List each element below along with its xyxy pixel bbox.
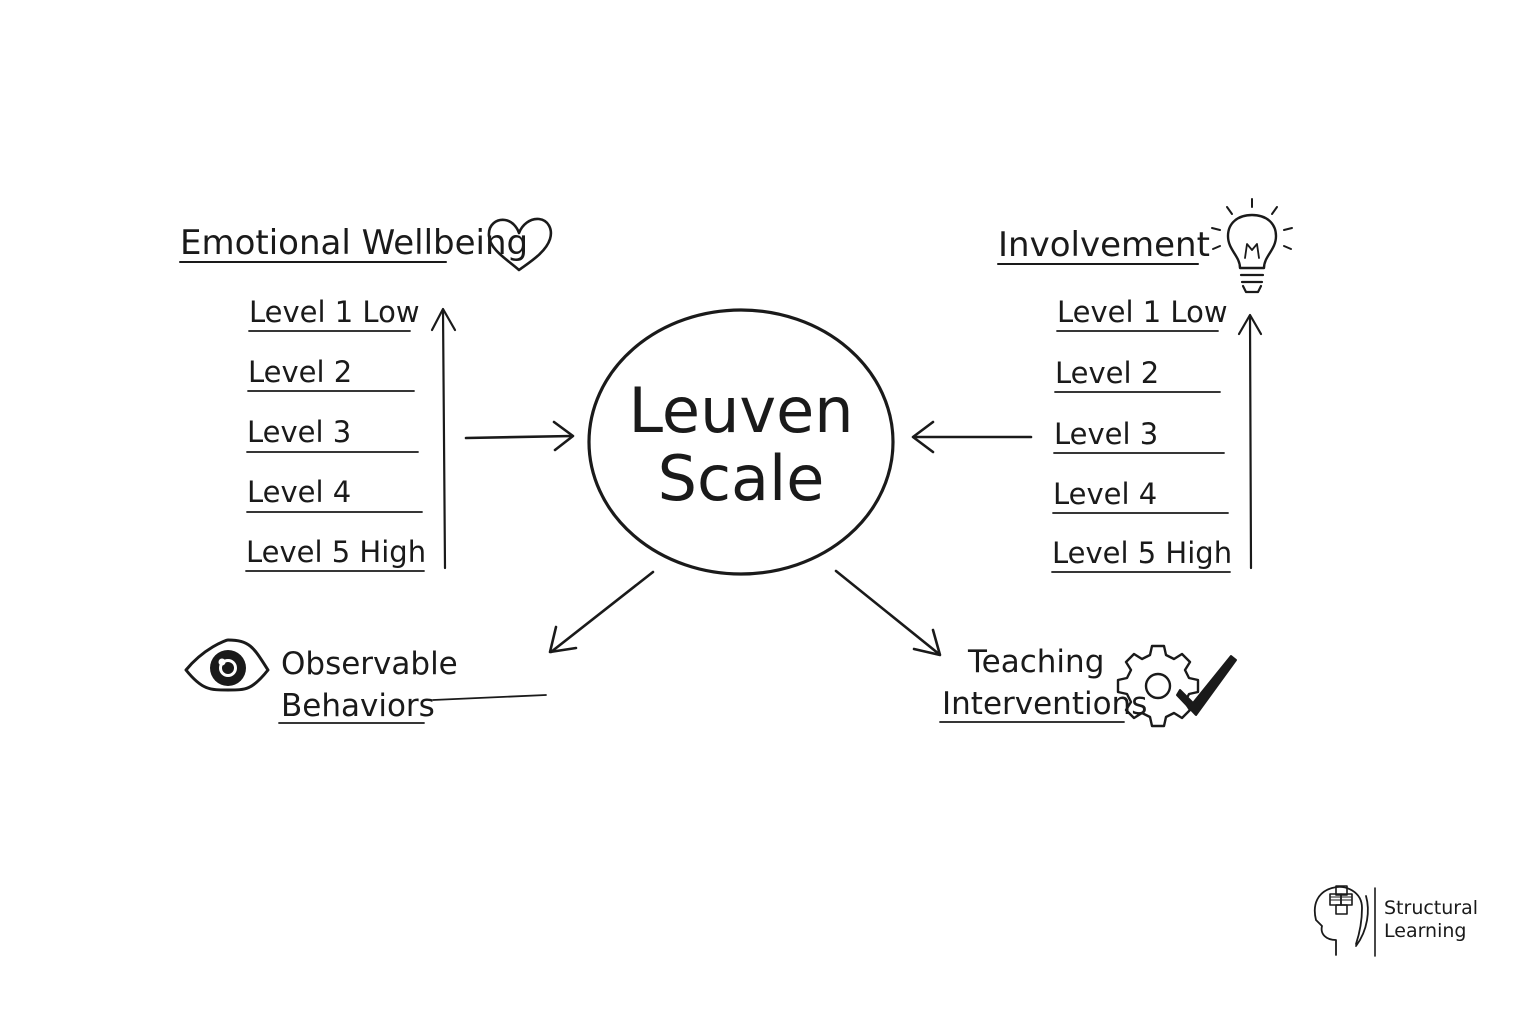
right-level-label: Level 2 xyxy=(1055,356,1159,390)
emotional-wellbeing-title: Emotional Wellbeing xyxy=(180,223,528,263)
right-vertical-arrow xyxy=(1237,313,1263,570)
right-level-label: Level 3 xyxy=(1054,417,1158,451)
teaching-label-line1: Teaching xyxy=(967,644,1104,680)
right-level-label: Level 4 xyxy=(1053,477,1157,511)
right-level-label: Level 1 Low xyxy=(1057,295,1228,329)
arrow-center-to-observable xyxy=(548,570,655,654)
left-level-item: Level 5 High xyxy=(245,535,426,572)
teaching-label-line2: Interventions xyxy=(942,686,1147,722)
arrow-center-to-teaching xyxy=(834,569,942,657)
emotional-wellbeing-panel: Emotional Wellbeing Level 1 Low Level 2 … xyxy=(179,217,553,572)
left-level-list: Level 1 Low Level 2 Level 3 Level 4 Leve… xyxy=(245,295,426,572)
involvement-panel: Involvement Level 1 Low Level 2 xyxy=(997,198,1293,573)
involvement-title: Involvement xyxy=(998,225,1210,265)
right-level-label: Level 5 High xyxy=(1052,536,1232,570)
observable-label-line2: Behaviors xyxy=(281,688,435,724)
checkmark-icon xyxy=(1176,655,1237,716)
right-level-item: Level 4 xyxy=(1052,477,1229,514)
arrow-involvement-to-center xyxy=(911,420,1033,454)
observable-label-line1: Observable xyxy=(281,646,458,682)
head-puzzle-icon xyxy=(1313,885,1369,956)
arrow-wellbeing-to-center xyxy=(464,420,575,452)
logo-text-line2: Learning xyxy=(1384,920,1467,942)
heart-icon xyxy=(487,217,553,272)
teaching-interventions-node: Teaching Interventions xyxy=(939,644,1237,728)
left-level-item: Level 4 xyxy=(246,475,423,513)
left-level-item: Level 3 xyxy=(246,415,419,453)
left-level-label: Level 3 xyxy=(247,415,351,449)
observable-connector-line xyxy=(432,694,547,701)
right-level-item: Level 3 xyxy=(1053,417,1225,454)
right-level-item: Level 5 High xyxy=(1051,536,1232,573)
right-level-item: Level 2 xyxy=(1054,356,1221,393)
center-title-line2: Scale xyxy=(658,442,825,515)
left-level-label: Level 5 High xyxy=(246,535,426,569)
left-level-label: Level 1 Low xyxy=(249,295,420,329)
lightbulb-icon xyxy=(1211,198,1293,294)
gear-icon xyxy=(1116,644,1200,728)
left-vertical-arrow xyxy=(430,307,457,570)
right-level-item: Level 1 Low xyxy=(1056,295,1228,332)
observable-behaviors-node: Observable Behaviors xyxy=(184,638,547,724)
left-level-label: Level 4 xyxy=(247,475,351,509)
left-level-item: Level 2 xyxy=(247,355,415,392)
eye-icon xyxy=(184,638,270,692)
center-title-line1: Leuven xyxy=(628,374,853,447)
structural-learning-logo: Structural Learning xyxy=(1313,885,1478,957)
center-circle xyxy=(587,308,895,576)
left-level-label: Level 2 xyxy=(248,355,352,389)
center-node: Leuven Scale xyxy=(587,308,895,576)
right-level-list: Level 1 Low Level 2 Level 3 Level 4 Leve… xyxy=(1051,295,1232,573)
left-level-item: Level 1 Low xyxy=(248,295,420,332)
logo-text-line1: Structural xyxy=(1384,897,1478,919)
